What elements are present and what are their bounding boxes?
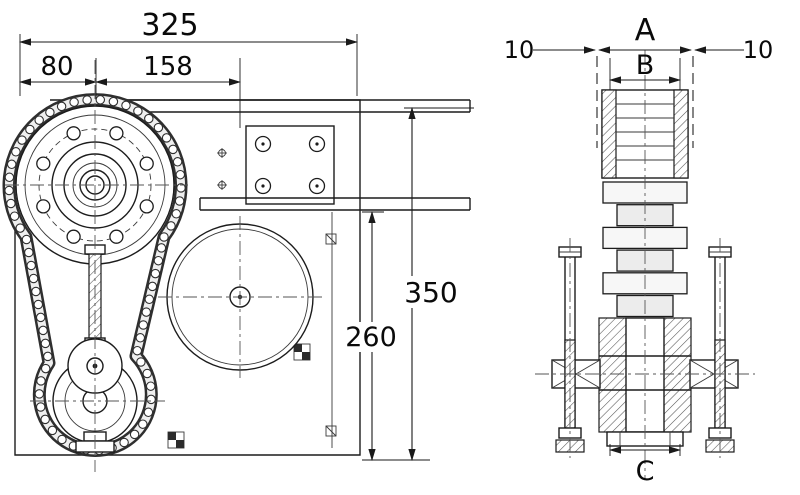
dim-total-width: 325 xyxy=(141,8,198,43)
dim-total-height: 350 xyxy=(404,276,457,309)
dim-inner-height: 260 xyxy=(345,322,397,353)
mounting-plate xyxy=(217,125,335,205)
chain-rollers xyxy=(4,95,186,456)
alignment-cross-icon xyxy=(217,148,227,190)
left-view: 325 80 158 350 260 xyxy=(2,8,474,472)
chain-tensioner xyxy=(30,60,165,472)
roller-chain xyxy=(2,93,188,457)
dim-width-c: C xyxy=(636,456,655,487)
adjusting-bolt-right xyxy=(705,238,735,458)
adjusting-bolt-left xyxy=(555,238,585,458)
dim-gap-left: 10 xyxy=(504,36,535,64)
dim-width-a: A xyxy=(635,13,656,48)
dim-shaft-offset: 80 xyxy=(40,52,73,82)
dimensions-right-view: 10 10 A B C xyxy=(504,13,774,487)
right-view: 10 10 A B C xyxy=(504,13,774,487)
idler-disc xyxy=(158,216,322,378)
sprocket-bolt-holes xyxy=(36,126,154,244)
dim-width-b: B xyxy=(636,50,655,81)
dimensions-left-view: 325 80 158 350 260 xyxy=(18,8,474,462)
dim-gap-right: 10 xyxy=(743,36,774,64)
datum-target-icon xyxy=(167,343,311,449)
dim-center-distance: 158 xyxy=(143,52,193,82)
section-mark-icon xyxy=(325,233,337,437)
